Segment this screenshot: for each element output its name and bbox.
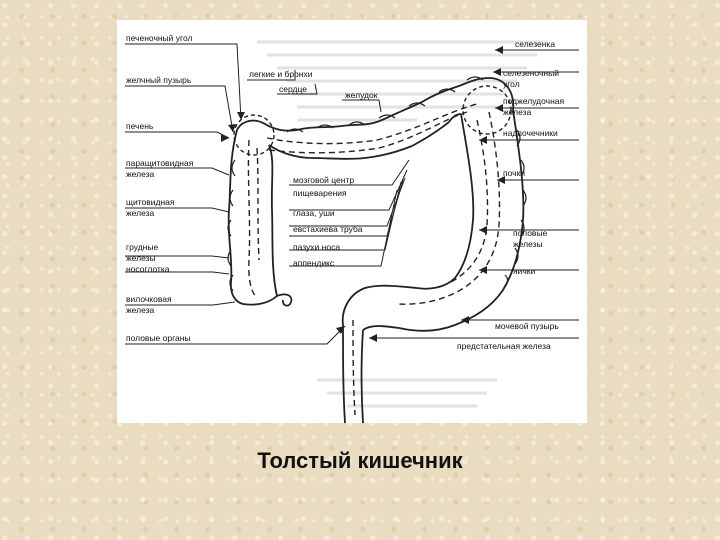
- label-brain: мозговой центр: [293, 175, 354, 185]
- diagram-caption: Толстый кишечник: [257, 448, 463, 473]
- label-ovaries: яички: [513, 266, 535, 276]
- colon-diagram: печеночный угол желчный пузырь печень па…: [125, 33, 579, 423]
- label-gonads-1: половые: [513, 228, 548, 238]
- colon-outline: [227, 77, 525, 423]
- leader-arrowheads: [221, 46, 505, 342]
- label-kidneys: почки: [503, 168, 525, 178]
- label-hepatic-flexure: печеночный угол: [126, 33, 192, 43]
- label-liver: печень: [126, 121, 154, 131]
- label-stomach: желудок: [345, 90, 378, 100]
- flexure-circles: [233, 85, 512, 156]
- colon-haustra: [227, 76, 527, 292]
- label-thymus-1: вилочковая: [126, 294, 172, 304]
- label-eyes-ears: глаза, уши: [293, 208, 335, 218]
- label-spleen: селезенка: [515, 39, 555, 49]
- label-gallbladder: желчный пузырь: [126, 75, 192, 85]
- label-splenic-flexure-1: селезеночный: [503, 68, 559, 78]
- label-bladder: мочевой пузырь: [495, 321, 559, 331]
- colon-centerline: [247, 103, 501, 416]
- label-parathyroid-1: паращитовидная: [126, 158, 194, 168]
- label-parathyroid-2: железа: [126, 169, 155, 179]
- label-genitals: половые органы: [126, 333, 191, 343]
- label-breast-2: железы: [126, 253, 156, 263]
- diagram-panel: печеночный угол желчный пузырь печень па…: [117, 20, 587, 423]
- label-sinuses: пазухи носа: [293, 242, 340, 252]
- label-thymus-2: железа: [126, 305, 155, 315]
- label-splenic-flexure-2: угол: [503, 79, 520, 89]
- label-thyroid-1: щитовидная: [126, 197, 175, 207]
- label-digestion: пищеварения: [293, 188, 347, 198]
- background-text-lines: [257, 40, 547, 408]
- label-prostate: предстательная железа: [457, 341, 551, 351]
- leader-lines: [125, 43, 579, 345]
- label-pancreas-1: поджелудочная: [503, 96, 565, 106]
- label-gonads-2: железы: [513, 239, 543, 249]
- label-heart: сердце: [279, 84, 307, 94]
- label-breast-1: грудные: [126, 242, 158, 252]
- label-adrenals: надпочечники: [503, 128, 558, 138]
- label-thyroid-2: железа: [126, 208, 155, 218]
- label-appendix: аппендикс: [293, 258, 335, 268]
- label-eustachian: евстахиева труба: [293, 224, 363, 234]
- label-nasopharynx: носоглотка: [126, 264, 170, 274]
- label-pancreas-2: железа: [503, 107, 532, 117]
- label-lungs: легкие и бронхи: [249, 69, 313, 79]
